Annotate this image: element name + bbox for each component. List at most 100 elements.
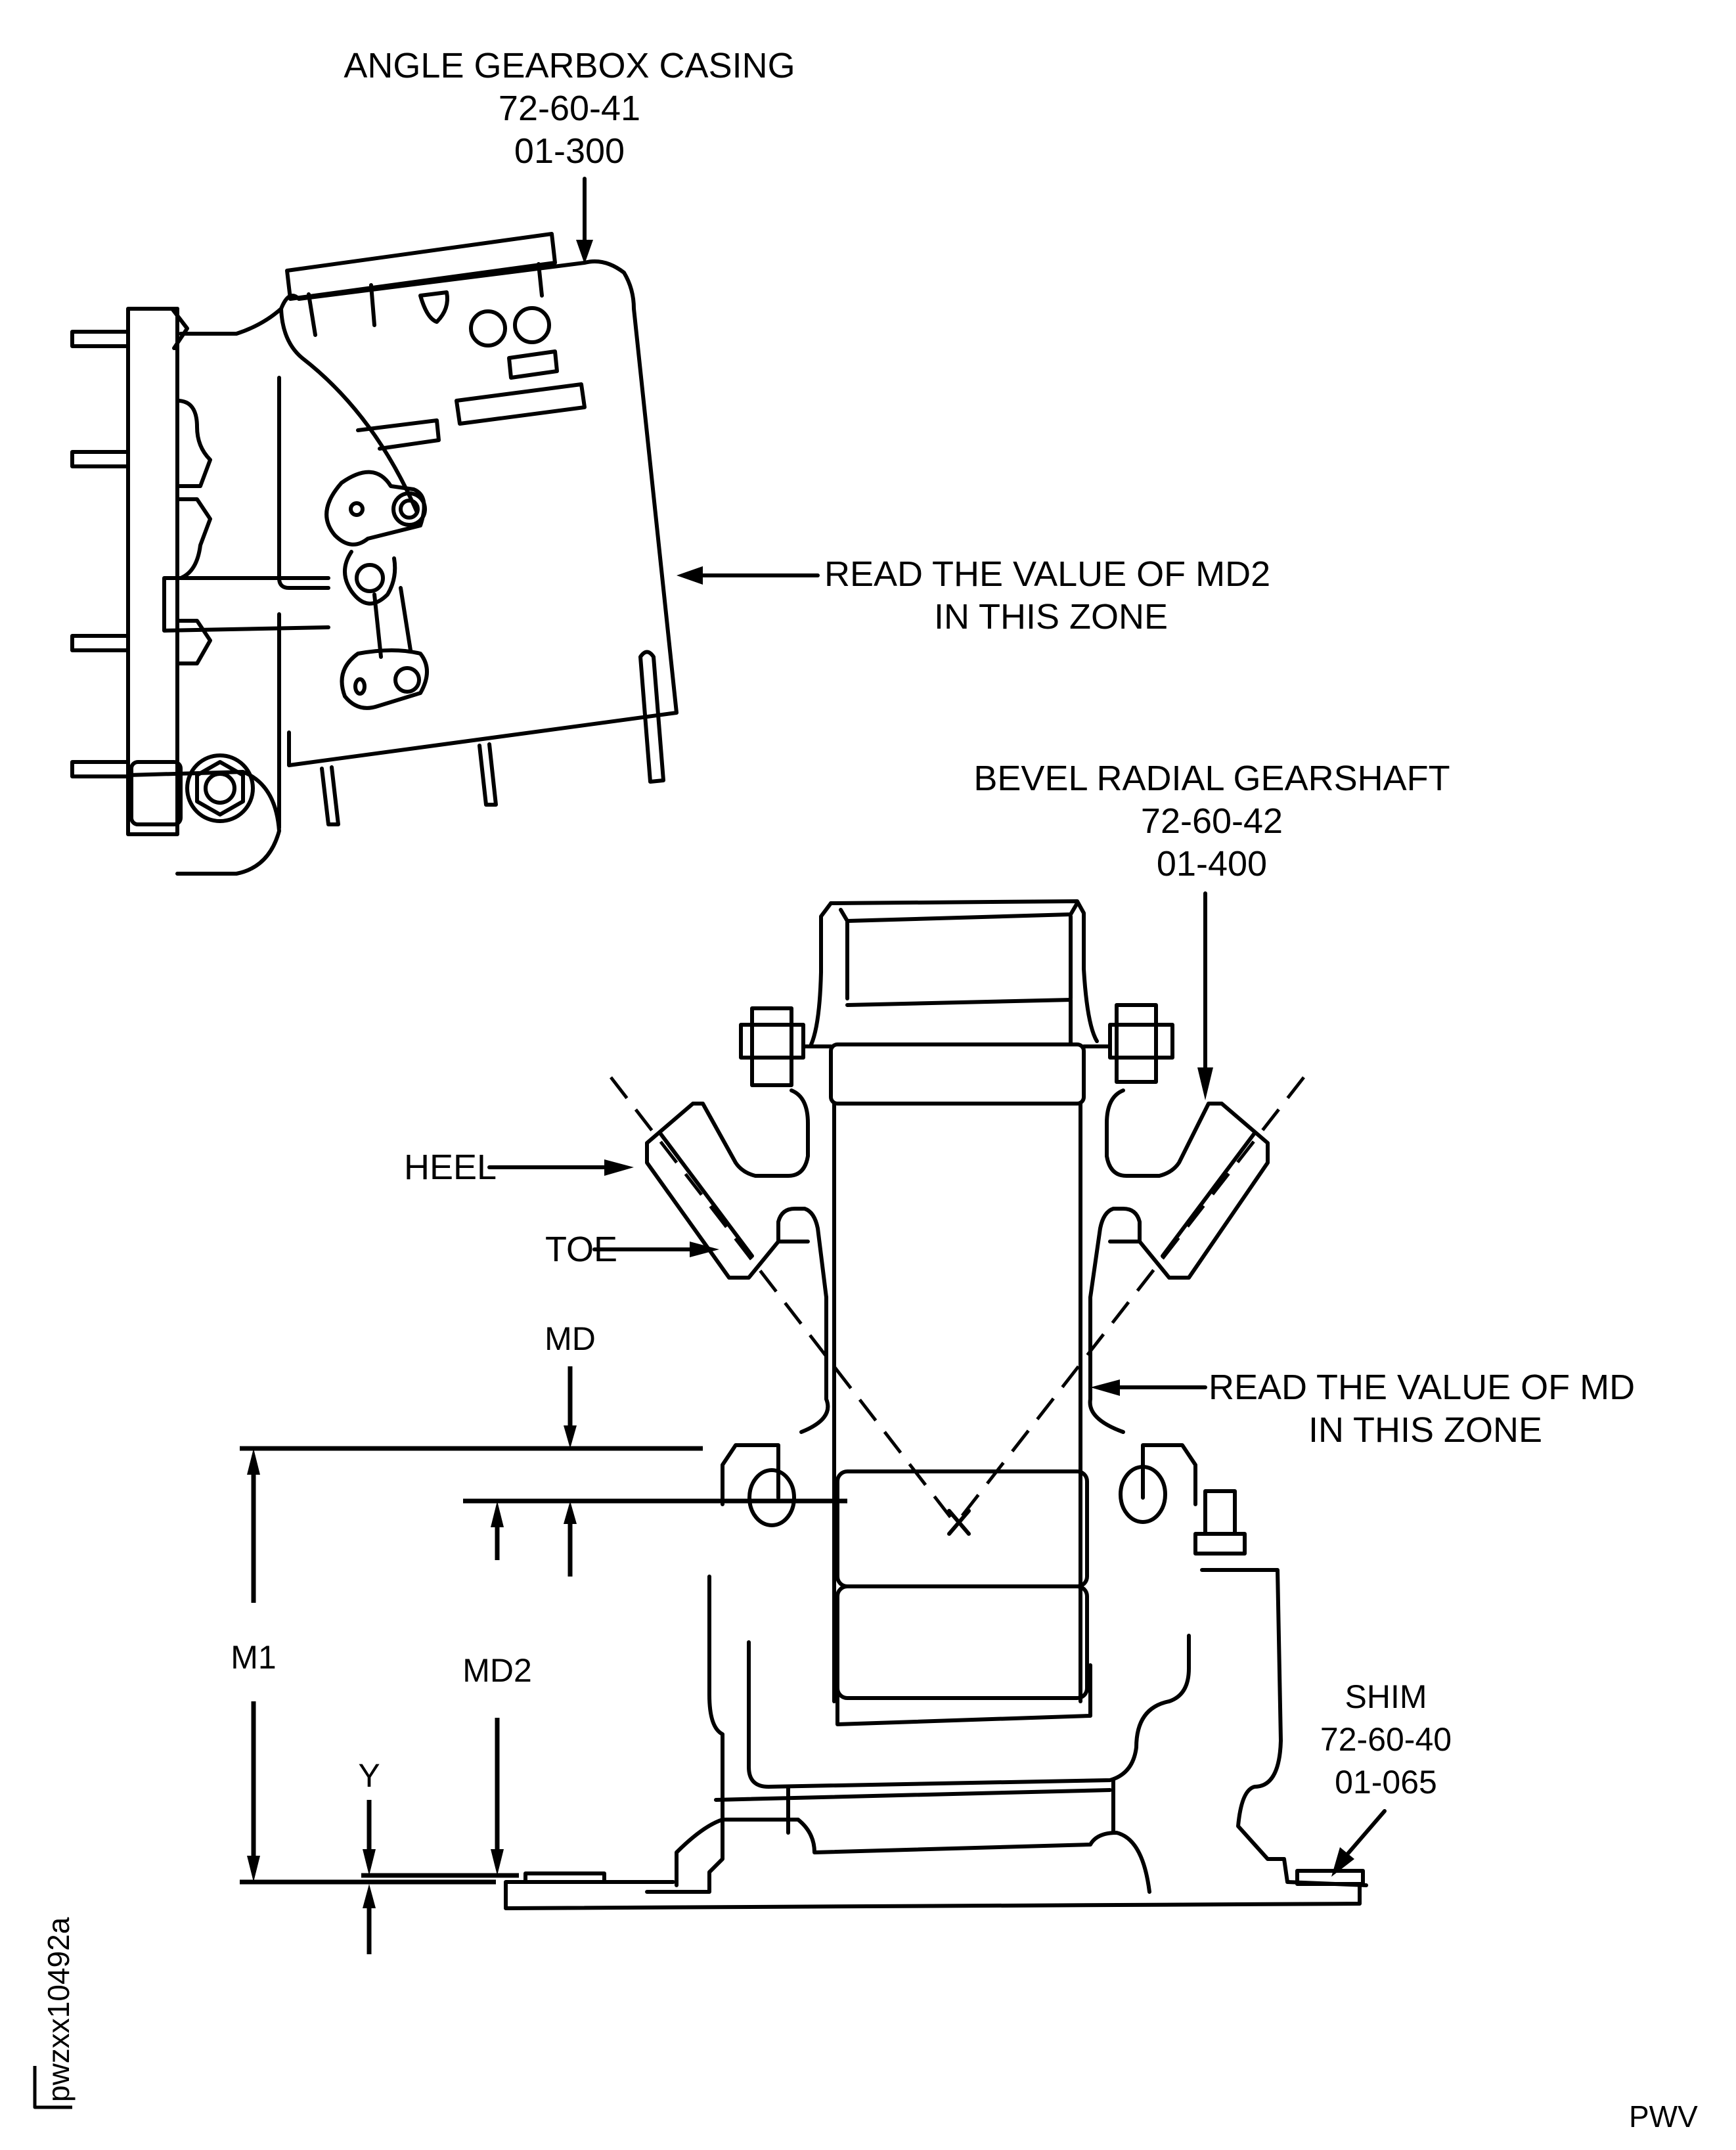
bracket-notch-1 (170, 307, 189, 350)
bearing-housing-left-top (721, 1443, 780, 1506)
upper-lever (324, 470, 426, 547)
housing-base-web (714, 1778, 1115, 1835)
read-md-line1: READ THE VALUE OF MD (1209, 1368, 1635, 1407)
casing-slot-3 (356, 418, 441, 451)
right-ball-bearing (1119, 1465, 1167, 1524)
bracket-notch-2 (175, 399, 212, 488)
casing-flange-ribs (307, 262, 544, 337)
md2-arrow-icon (677, 566, 703, 585)
left-ball-bearing (747, 1468, 796, 1527)
housing-stud (1203, 1489, 1237, 1536)
shaft-bottom-race (835, 1663, 1092, 1726)
casing-left-bracket (126, 307, 179, 836)
y-dimension-label: Y (358, 1757, 380, 1794)
bevel-gearshaft-drawing (504, 899, 1368, 1910)
bracket-notch-4 (175, 619, 212, 665)
base-plate (504, 1880, 1362, 1910)
pitch-apex-marker (947, 1509, 971, 1536)
m1-dimension-label: M1 (231, 1639, 276, 1676)
shaft-top-left (809, 901, 833, 1046)
casing-lower-boss (126, 770, 281, 876)
read-md2-line2: IN THIS ZONE (934, 597, 1168, 637)
gearshaft-arrow-icon (1197, 1067, 1213, 1100)
read-md2-callout: READ THE VALUE OF MD2 IN THIS ZONE (677, 554, 1270, 637)
heel-arrow-icon (604, 1159, 634, 1176)
md2-up-arrow-icon (491, 1501, 504, 1527)
casing-upper-neck (179, 307, 283, 336)
casing-arm (162, 576, 330, 633)
right-gear-toe-web (1088, 1207, 1142, 1299)
upper-lever-hole (349, 501, 365, 517)
casing-stud-4 (70, 760, 130, 778)
shim-left (523, 1871, 606, 1884)
casing-stud-2 (70, 450, 130, 468)
shim-callout: SHIM 72-60-40 01-065 (1320, 1678, 1452, 1877)
casing-item-label: 01-300 (514, 131, 625, 171)
casing-chapter-label: 72-60-41 (499, 89, 640, 128)
right-gear-face (1161, 1131, 1257, 1258)
casing-stud-3 (70, 634, 130, 652)
housing-inner-cavity (747, 1634, 1191, 1789)
shaft-outer-right (1088, 1295, 1125, 1434)
heel-label: HEEL (404, 1148, 497, 1187)
casing-hole-2 (513, 306, 551, 344)
casing-slot-1 (507, 349, 559, 380)
angle-gearbox-casing-callout: ANGLE GEARBOX CASING 72-60-41 01-300 (344, 46, 795, 264)
md2-down-arrow-icon (491, 1849, 504, 1875)
casing-web-curve (279, 307, 419, 514)
casing-bottom-stud-1 (320, 765, 340, 826)
dimension-md: MD (545, 1320, 596, 1577)
mid-lever (343, 550, 397, 606)
figure-id-mark: pwzxx10492a (33, 1917, 76, 2109)
bevel-radial-gearshaft-callout: BEVEL RADIAL GEARSHAFT 72-60-42 01-400 (973, 759, 1450, 1100)
dimension-y: Y (358, 1757, 380, 1954)
y-up-arrow-icon (363, 1884, 376, 1908)
casing-arrow-icon (576, 240, 593, 264)
figure-id-label: pwzxx10492a (41, 1917, 76, 2102)
read-md2-line1: READ THE VALUE OF MD2 (824, 554, 1270, 594)
left-gear-toe-web (776, 1207, 828, 1299)
pitch-line-right (954, 1076, 1305, 1525)
shim-chapter-label: 72-60-40 (1320, 1721, 1452, 1758)
shim-name-label: SHIM (1345, 1678, 1427, 1715)
lower-lever-bolt (393, 666, 421, 694)
upper-lever-bolt-inner (399, 499, 420, 520)
read-md-line2: IN THIS ZONE (1308, 1410, 1542, 1450)
casing-body-outline (279, 259, 679, 767)
shaft-lower-race (835, 1584, 1089, 1700)
left-nut (750, 1006, 793, 1087)
toe-arrow-icon (690, 1242, 719, 1257)
upper-lever-bolt (391, 491, 427, 527)
housing-left-wall (645, 1575, 724, 1894)
shaft-upper-ring (845, 998, 1073, 1046)
left-gear-face (658, 1131, 754, 1258)
casing-name-label: ANGLE GEARBOX CASING (344, 46, 795, 85)
casing-nut-outer (185, 753, 255, 823)
casing-stud-1 (70, 330, 130, 348)
casing-bottom-stud-3 (638, 650, 665, 784)
m1-up-arrow-icon (247, 1448, 260, 1475)
angle-gearbox-casing-drawing (70, 232, 679, 876)
shaft-top-right (829, 899, 1099, 1043)
gearshaft-name-label: BEVEL RADIAL GEARSHAFT (973, 759, 1450, 798)
housing-right-wall (1200, 1568, 1368, 1887)
bracket-notch-3 (175, 497, 212, 580)
right-gear-tooth (1105, 1088, 1270, 1280)
left-nut-face (739, 1023, 805, 1060)
gearshaft-item-label: 01-400 (1157, 844, 1267, 884)
casing-bottom-stud-2 (478, 742, 498, 807)
casing-tab (418, 290, 449, 324)
housing-stud-base (1193, 1532, 1247, 1556)
casing-top-flange (285, 232, 557, 301)
shim-arrow-icon (1331, 1847, 1354, 1877)
dimension-m1: M1 (231, 1448, 277, 1882)
casing-nut-hex (195, 760, 245, 817)
y-down-arrow-icon (363, 1849, 376, 1875)
shim-right (1295, 1869, 1365, 1886)
right-nut (1115, 1003, 1158, 1084)
casing-hole-1 (469, 309, 507, 347)
gearshaft-chapter-label: 72-60-42 (1141, 801, 1283, 841)
shaft-top-bevel (839, 901, 1079, 923)
lower-lever-hole (353, 677, 367, 696)
